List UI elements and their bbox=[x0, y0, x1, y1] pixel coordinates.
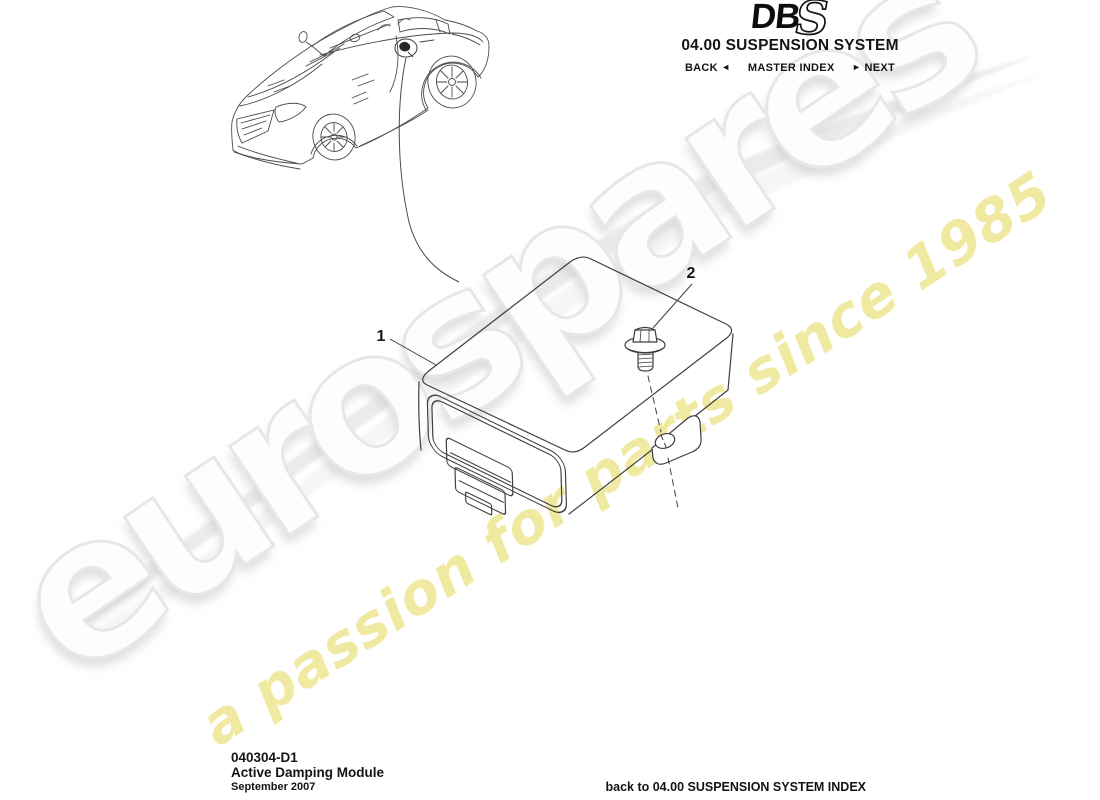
callout-label-1: 1 bbox=[377, 328, 386, 345]
callout-label-2: 2 bbox=[687, 265, 696, 282]
module-illustration bbox=[418, 256, 734, 516]
bolt-axis-dashed-line-lower bbox=[667, 457, 679, 509]
callout-2-leader-line bbox=[652, 283, 693, 329]
car-illustration bbox=[231, 6, 490, 170]
car-side-window bbox=[397, 17, 451, 35]
flange-bolt bbox=[624, 326, 666, 372]
catalog-navigation: BACK ◄ MASTER INDEX ► NEXT bbox=[650, 62, 930, 74]
car-front-wheel bbox=[312, 113, 356, 161]
mounting-hole bbox=[654, 432, 676, 450]
car-rear-wheel bbox=[427, 55, 477, 109]
car-body-outline bbox=[231, 6, 490, 165]
back-to-index-link[interactable]: back to 04.00 SUSPENSION SYSTEM INDEX bbox=[605, 780, 867, 794]
next-button[interactable]: ► NEXT bbox=[851, 62, 896, 74]
module-top-face bbox=[422, 256, 733, 453]
back-button[interactable]: BACK ◄ bbox=[684, 62, 731, 74]
module-connector bbox=[445, 437, 514, 516]
car-headlight bbox=[274, 102, 307, 123]
module-lid-rim-inner bbox=[431, 400, 563, 508]
car-to-module-leader-line bbox=[398, 57, 460, 283]
next-arrow-icon: ► bbox=[851, 62, 862, 72]
swoosh-main bbox=[73, 56, 1034, 622]
module-mounting-tab bbox=[651, 415, 702, 465]
master-index-button[interactable]: MASTER INDEX bbox=[747, 62, 835, 74]
car-grille bbox=[236, 109, 275, 144]
back-arrow-icon: ◄ bbox=[721, 62, 731, 72]
module-lid-rim-outer bbox=[426, 394, 567, 514]
swoosh-echo bbox=[90, 74, 1044, 642]
location-callout bbox=[394, 38, 418, 58]
bolt-axis-dashed-line bbox=[647, 375, 662, 433]
car-mirror bbox=[298, 31, 308, 43]
callout-1-leader-line bbox=[389, 338, 437, 366]
car-windshield bbox=[311, 10, 395, 57]
